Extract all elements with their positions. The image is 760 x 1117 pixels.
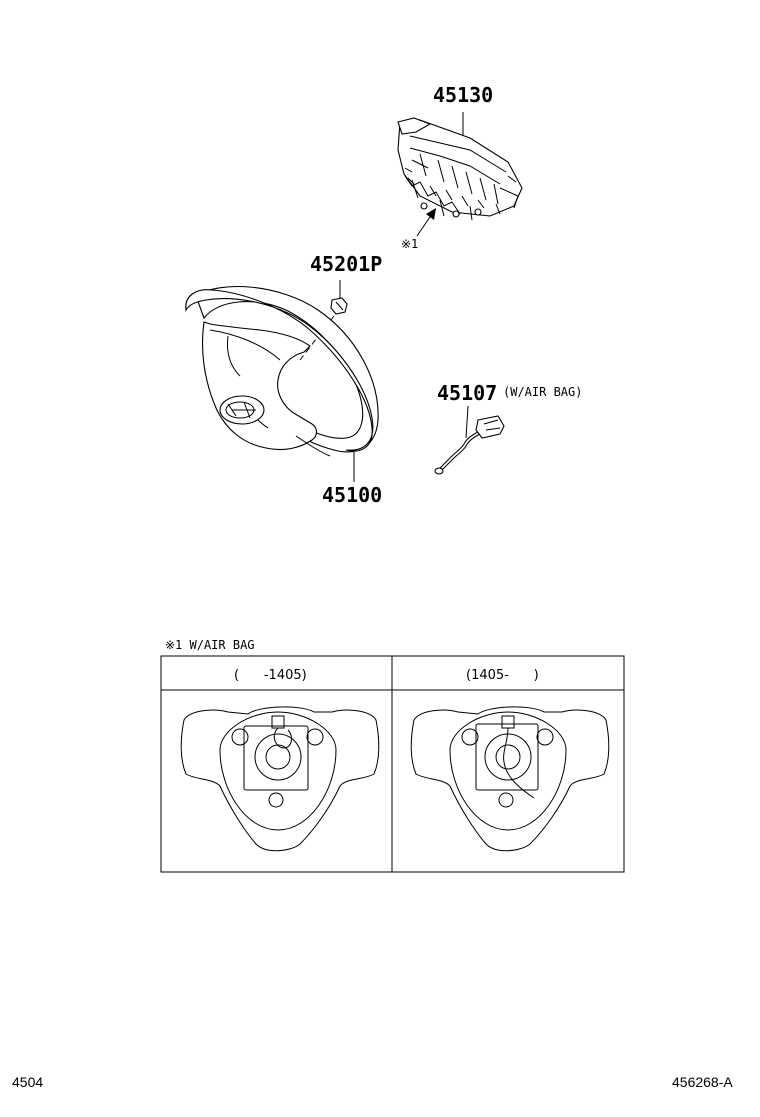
airbag-assembly-drawing — [397, 117, 523, 221]
reference-mark: ※1 — [401, 237, 418, 251]
footer-page-code: 4504 — [12, 1074, 43, 1090]
detail-col-left: ( -1405) — [234, 668, 307, 683]
install-arrow — [416, 208, 436, 237]
footer-figure-code: 456268-A — [672, 1074, 733, 1090]
leader-45107 — [465, 405, 469, 439]
part-number-45100: 45100 — [322, 483, 382, 507]
part-number-45107: 45107 — [437, 381, 497, 405]
steering-wheel-drawing — [185, 286, 379, 457]
detail-col-right: (1405- ) — [466, 668, 539, 683]
detail-table — [160, 655, 625, 873]
wire-note: (W/AIR BAG) — [503, 385, 582, 399]
hub-detail-new — [410, 706, 610, 852]
part-number-45201p: 45201P — [310, 252, 382, 276]
detail-title: ※1 W/AIR BAG — [165, 638, 255, 652]
hub-detail-old — [180, 706, 380, 852]
wire-harness-drawing — [434, 415, 505, 475]
part-number-45130: 45130 — [433, 83, 493, 107]
nut-drawing — [330, 297, 348, 315]
